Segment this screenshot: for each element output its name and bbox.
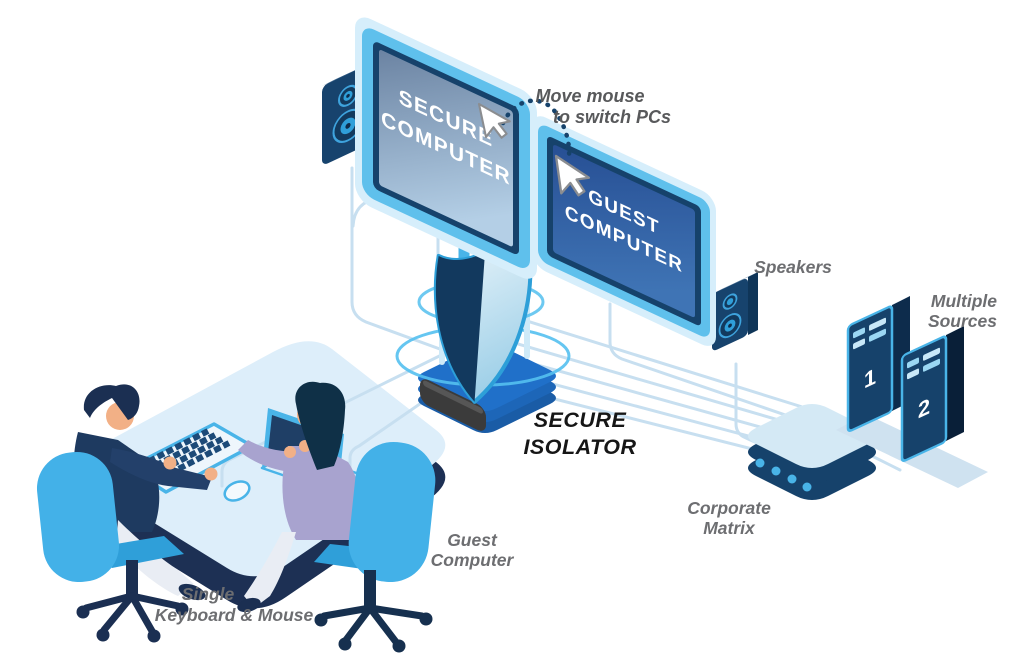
cable-right-speaker (734, 362, 770, 450)
switch-arc (500, 98, 572, 161)
switch-annotation-line1: Move mouse (535, 86, 644, 106)
woman-torso (282, 446, 361, 540)
chair-wheels (76, 602, 189, 643)
man-hand (204, 467, 218, 481)
matrix-leds (755, 458, 812, 492)
guest-computer-label-line1: Guest (447, 530, 498, 550)
matrix-top (748, 404, 876, 468)
person-right (237, 381, 361, 613)
man-hand (163, 456, 177, 470)
speakers-label: Speakers (754, 257, 832, 277)
speaker-right-top (712, 272, 758, 294)
man-hair (83, 384, 140, 420)
secure-isolator-label-line2: ISOLATOR (523, 435, 636, 459)
cursor-icon-secure (477, 102, 511, 139)
office-chair-left (36, 451, 189, 643)
multiple-sources-label-line1: Multiple (931, 291, 997, 311)
tower2-side (946, 326, 964, 441)
guest-computer-label-line2: Computer (431, 550, 515, 570)
man-shoe (178, 583, 206, 601)
tower1-front: 1 (846, 305, 894, 432)
corporate-matrix-label-line2: Matrix (703, 518, 756, 538)
office-chair-right (314, 441, 436, 653)
cable-guest-monitor (608, 302, 802, 422)
single-keyboard-label-line1: Single (182, 584, 235, 604)
speaker-right-front (712, 279, 748, 351)
chair-legs (320, 604, 426, 646)
chair-legs (82, 592, 182, 635)
switch-annotation-line2: to switch PCs (553, 107, 671, 127)
guest-monitor: GUEST COMPUTER (532, 116, 716, 346)
speaker-right (712, 272, 758, 351)
woman-hair (295, 381, 346, 470)
chair-back (348, 441, 436, 583)
single-keyboard-label-line2: Keyboard & Mouse (155, 605, 314, 625)
guest-monitor-screen (553, 145, 695, 318)
source-tower-2: 2 (900, 326, 964, 462)
tower1-number: 1 (864, 363, 876, 393)
chair-post (126, 560, 138, 596)
corporate-matrix-device (748, 404, 876, 500)
secure-monitor-screen (379, 50, 513, 247)
chair-post (364, 570, 376, 608)
tower2-number: 2 (918, 393, 930, 423)
woman-legs (244, 532, 296, 608)
source-tower-1: 1 (846, 296, 910, 432)
woman-arm (238, 440, 300, 473)
secure-monitor: SECURE COMPUTER (355, 17, 537, 279)
multiple-sources: 1 2 (836, 296, 988, 488)
woman-hand (284, 446, 296, 458)
cable-laptop (348, 343, 507, 472)
cable-left-speaker (350, 166, 472, 362)
corporate-matrix-label-line1: Corporate (687, 498, 771, 518)
secure-isolator-label-line1: SECURE (534, 408, 627, 432)
shared-mouse (223, 480, 251, 502)
multiple-sources-label-line2: Sources (928, 311, 997, 331)
speaker-right-side (748, 272, 758, 335)
chair-back (36, 451, 120, 583)
man-arm (110, 448, 212, 490)
isolator-slot (420, 379, 486, 431)
woman-shoe (237, 597, 261, 613)
cursor-icon-guest (554, 154, 591, 197)
tower2-front: 2 (900, 335, 948, 462)
chair-wheels (314, 612, 433, 653)
secure-isolator-device (395, 232, 571, 433)
